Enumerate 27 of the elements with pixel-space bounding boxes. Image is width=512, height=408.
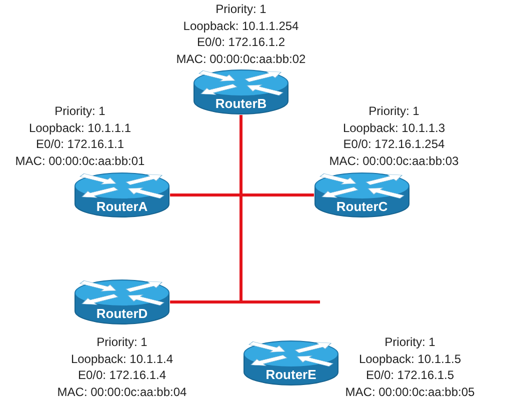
mac-address: MAC: 00:00:0c:aa:bb:04 xyxy=(57,384,187,400)
loopback-address: Loopback: 10.1.1.4 xyxy=(70,350,174,368)
priority-label: Priority: 1 xyxy=(368,103,420,120)
mac-address: MAC: 00:00:0c:aa:bb:02 xyxy=(176,50,306,68)
network-link xyxy=(170,300,320,304)
router-name: RouterC xyxy=(336,199,388,214)
priority-label: Priority: 1 xyxy=(216,1,266,18)
loopback-address: Loopback: 10.1.1.1 xyxy=(28,120,132,136)
priority-label: Priority: 1 xyxy=(96,334,148,351)
router-name: RouterE xyxy=(266,367,316,382)
priority-label: Priority: 1 xyxy=(384,334,436,351)
mac-address: MAC: 00:00:0c:aa:bb:03 xyxy=(329,152,459,170)
interface-address: E0/0: 172.16.1.5 xyxy=(366,367,454,384)
router-name: RouterD xyxy=(96,306,148,321)
mac-address: MAC: 00:00:0c:aa:bb:01 xyxy=(15,152,145,170)
router-name: RouterB xyxy=(215,96,267,111)
network-link xyxy=(170,194,314,196)
loopback-address: Loopback: 10.1.1.254 xyxy=(183,18,299,34)
priority-label: Priority: 1 xyxy=(54,103,106,120)
interface-address: E0/0: 172.16.1.1 xyxy=(36,136,124,153)
interface-address: E0/0: 172.16.1.4 xyxy=(78,367,166,384)
loopback-address: Loopback: 10.1.1.5 xyxy=(358,350,462,368)
mac-address: MAC: 00:00:0c:aa:bb:05 xyxy=(345,384,475,400)
router-name: RouterA xyxy=(96,199,148,214)
interface-address: E0/0: 172.16.1.2 xyxy=(196,34,286,51)
loopback-address: Loopback: 10.1.1.3 xyxy=(342,120,446,136)
interface-address: E0/0: 172.16.1.254 xyxy=(343,136,445,153)
